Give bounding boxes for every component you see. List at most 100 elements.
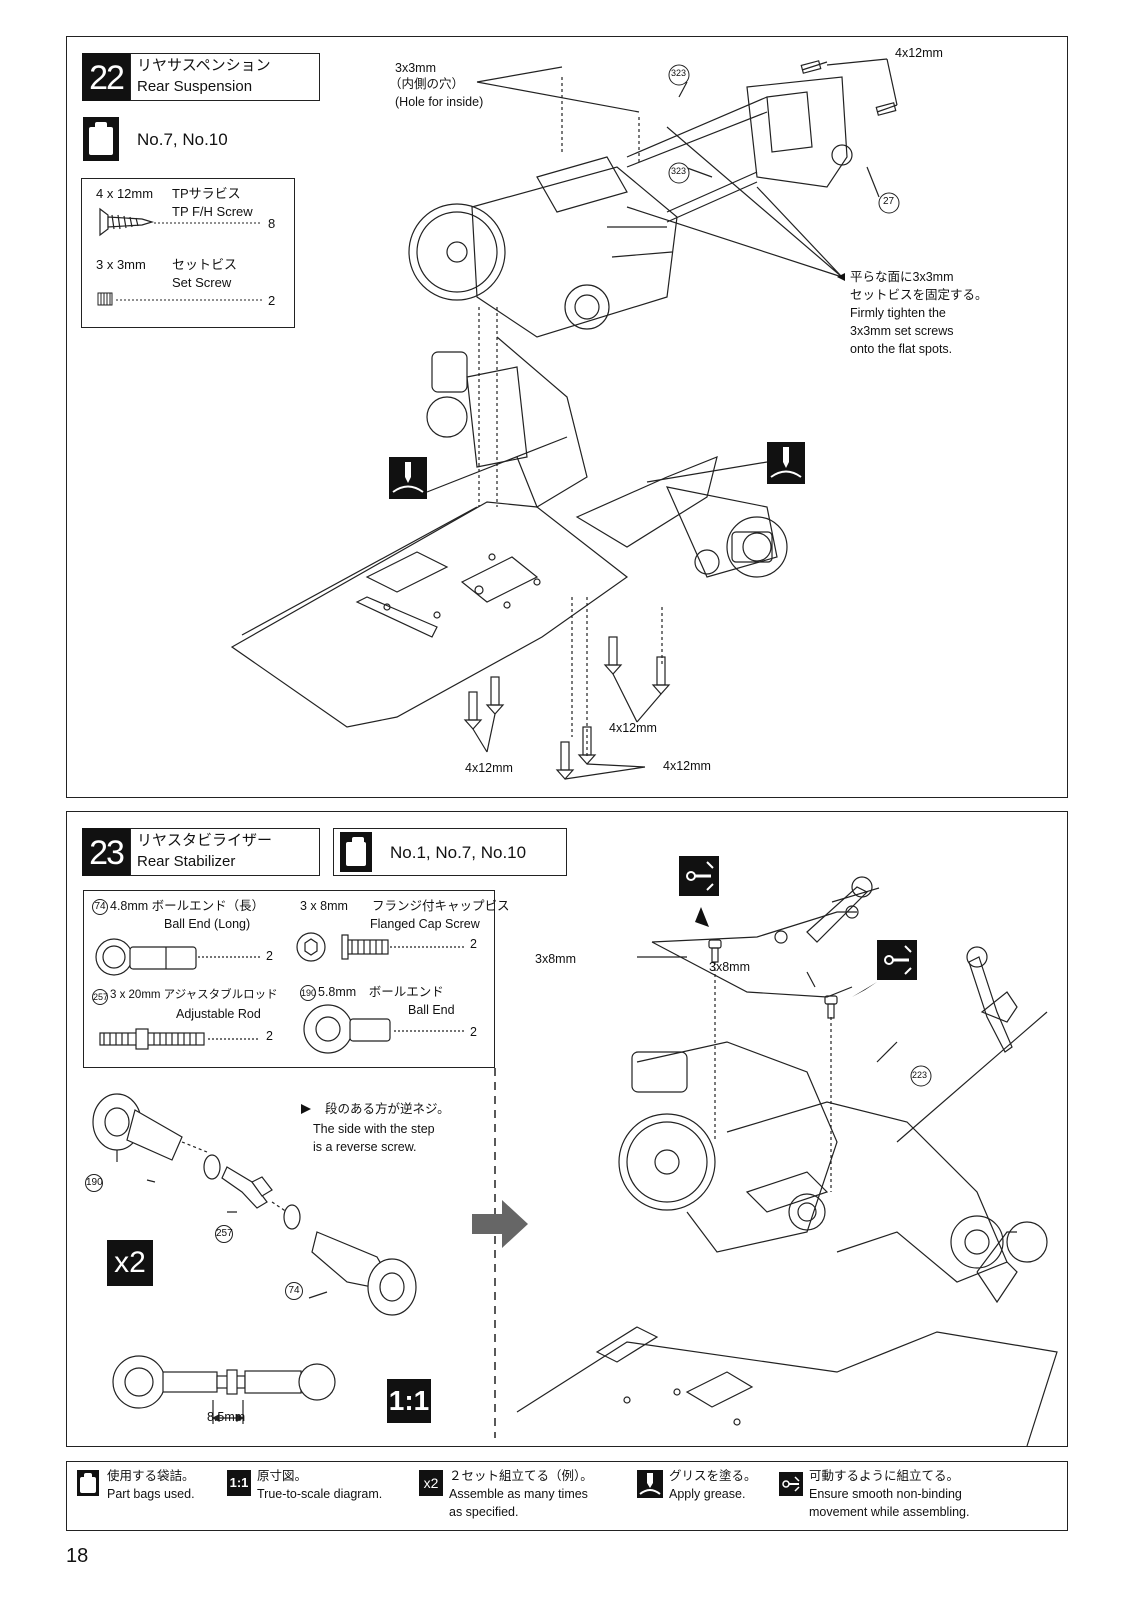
legend-bag-jp: 使用する袋詰。: [107, 1469, 195, 1483]
reverse-screw-note-jp: 段のある方が逆ネジ。: [325, 1102, 450, 1116]
bag-box: No.1, No.7, No.10: [333, 828, 567, 876]
legend-x2-jp: ２セット組立てる（例）。: [449, 1469, 593, 1483]
bag-numbers: No.1, No.7, No.10: [390, 843, 527, 862]
flat-spot-note-en: Firmly tighten the: [850, 306, 946, 320]
legend-x2-en: Assemble as many times: [449, 1487, 588, 1501]
tp-screw-icon: [99, 207, 262, 237]
step-23-panel: 23 リヤスタビライザー Rear Stabilizer No.1, No.7,…: [66, 811, 1068, 1447]
cap-screw-qty: 2: [470, 937, 477, 951]
part-number-27: 27: [883, 196, 895, 207]
cap-screw-name-en: Flanged Cap Screw: [370, 917, 480, 931]
x2-icon: x2: [107, 1240, 153, 1286]
legend-grease-jp: グリスを塗る。: [669, 1469, 757, 1483]
page-number: 18: [66, 1545, 89, 1567]
rear-suspension-diagram: [230, 58, 900, 780]
flat-spot-note-en: 3x3mm set screws: [850, 324, 954, 338]
cap-screw-label: 3x8mm: [535, 952, 576, 966]
screw-label-bottom: 4x12mm: [609, 721, 657, 735]
parts-list-box: 4 x 12mm TPサラビス TP F/H Screw 8 3 x 3mm セ…: [81, 178, 295, 328]
part-number-223: 223: [912, 1070, 928, 1080]
step-number: 22: [82, 53, 130, 101]
movement-legend-icon: [779, 1472, 803, 1496]
hole-label-jp: （内側の穴）: [389, 77, 465, 91]
legend-movement-en: movement while assembling.: [809, 1505, 970, 1519]
parts-icons: [95, 932, 464, 1054]
legend-bag-en: Part bags used.: [107, 1487, 195, 1501]
step-title-jp: リヤサスペンション: [137, 57, 271, 74]
cap-screw-size: 3 x 8mm: [300, 899, 348, 913]
legend-movement-jp: 可動するように組立てる。: [809, 1469, 960, 1483]
bag-numbers: No.7, No.10: [137, 130, 228, 149]
step-title-box: リヤスタビライザー Rear Stabilizer: [130, 828, 320, 876]
part-257-callout: 257: [215, 1225, 233, 1243]
reverse-screw-note-en: The side with the step: [313, 1122, 435, 1136]
part-74-qty: 2: [266, 949, 273, 963]
part-name-jp: TPサラビス: [172, 186, 241, 201]
rear-stabilizer-diagram: [516, 856, 1058, 1447]
part-name-en: Set Screw: [172, 275, 232, 290]
part-257-name-jp: 3 x 20mm アジャスタブルロッド: [110, 989, 278, 1001]
legend-x2-en: as specified.: [449, 1505, 519, 1519]
cap-screw-name-jp: フランジ付キャップビス: [372, 899, 510, 913]
flat-spot-note-jp: セットビスを固定する。: [850, 288, 988, 302]
part-name-jp: セットビス: [172, 257, 238, 272]
step-title-jp: リヤスタビライザー: [137, 832, 273, 849]
flat-spot-note-en: onto the flat spots.: [850, 342, 953, 356]
reverse-screw-note-en: is a reverse screw.: [313, 1140, 417, 1154]
grease-legend-icon: [637, 1470, 663, 1498]
rod-dimension: 8.5mm: [207, 1410, 246, 1424]
part-257-qty: 2: [266, 1029, 273, 1043]
scale-legend-icon: 1:1: [227, 1470, 251, 1496]
part-190-number: 190: [300, 985, 316, 1001]
movement-icon: [679, 856, 719, 927]
part-size: 4 x 12mm: [96, 186, 154, 201]
part-257-name-en: Adjustable Rod: [176, 1007, 261, 1021]
part-number-323: 323: [671, 68, 687, 78]
movement-icon: [852, 940, 917, 997]
legend-bar: 使用する袋詰。 Part bags used. 1:1 原寸図。 True-to…: [66, 1461, 1068, 1531]
x2-legend-icon: x2: [419, 1470, 443, 1496]
step-title-en: Rear Suspension: [137, 78, 253, 95]
part-190-qty: 2: [470, 1025, 477, 1039]
part-name-en: TP F/H Screw: [172, 204, 253, 219]
screw-label-bottom: 4x12mm: [465, 761, 513, 775]
step-number: 23: [82, 828, 130, 876]
part-bag-icon: [83, 117, 119, 161]
parts-list-box: 74 4.8mm ボールエンド（長） Ball End (Long) 2 3 x…: [83, 890, 510, 1068]
divider-and-arrow: [494, 1068, 496, 1438]
part-qty: 8: [268, 216, 276, 231]
note-arrow: [301, 1104, 311, 1114]
legend-scale-en: True-to-scale diagram.: [257, 1487, 383, 1501]
part-190-name-jp: 5.8mm ボールエンド: [318, 985, 444, 999]
scale-icon: 1:1: [387, 1379, 431, 1423]
part-74-callout: 74: [285, 1282, 303, 1300]
legend-movement-en: Ensure smooth non-binding: [809, 1487, 962, 1501]
part-74-name-jp: 4.8mm ボールエンド（長）: [110, 899, 265, 913]
part-size: 3 x 3mm: [96, 257, 146, 272]
part-74-number: 74: [92, 899, 108, 915]
grease-icon: [389, 457, 427, 499]
part-190-name-en: Ball End: [408, 1003, 455, 1017]
hole-label-en: (Hole for inside): [395, 95, 484, 109]
step-title-box: リヤサスペンション Rear Suspension: [130, 53, 320, 101]
part-number-323: 323: [671, 166, 687, 176]
step-title-en: Rear Stabilizer: [137, 853, 236, 870]
adjustable-rod-assembly: [92, 1093, 417, 1424]
legend-scale-jp: 原寸図。: [257, 1469, 308, 1483]
part-74-name-en: Ball End (Long): [164, 917, 251, 931]
part-qty: 2: [268, 293, 276, 308]
cap-screw-label: 3x8mm: [709, 960, 750, 974]
grease-icon: [767, 442, 805, 484]
screw-label-top: 4x12mm: [895, 46, 943, 60]
part-bag-icon: [77, 1470, 99, 1496]
part-bag-icon: [340, 832, 372, 872]
assembly-arrow-icon: [472, 1200, 528, 1248]
part-190-callout: 190: [85, 1174, 103, 1192]
part-257-number: 257: [92, 989, 108, 1005]
flat-spot-note-jp: 平らな面に3x3mm: [850, 270, 954, 284]
set-screw-size-label: 3x3mm: [395, 61, 436, 75]
legend-grease-en: Apply grease.: [669, 1487, 746, 1501]
set-screw-icon: [97, 292, 262, 306]
screw-label-bottom: 4x12mm: [663, 759, 711, 773]
step-22-panel: 22 リヤサスペンション Rear Suspension No.7, No.10…: [66, 36, 1068, 798]
